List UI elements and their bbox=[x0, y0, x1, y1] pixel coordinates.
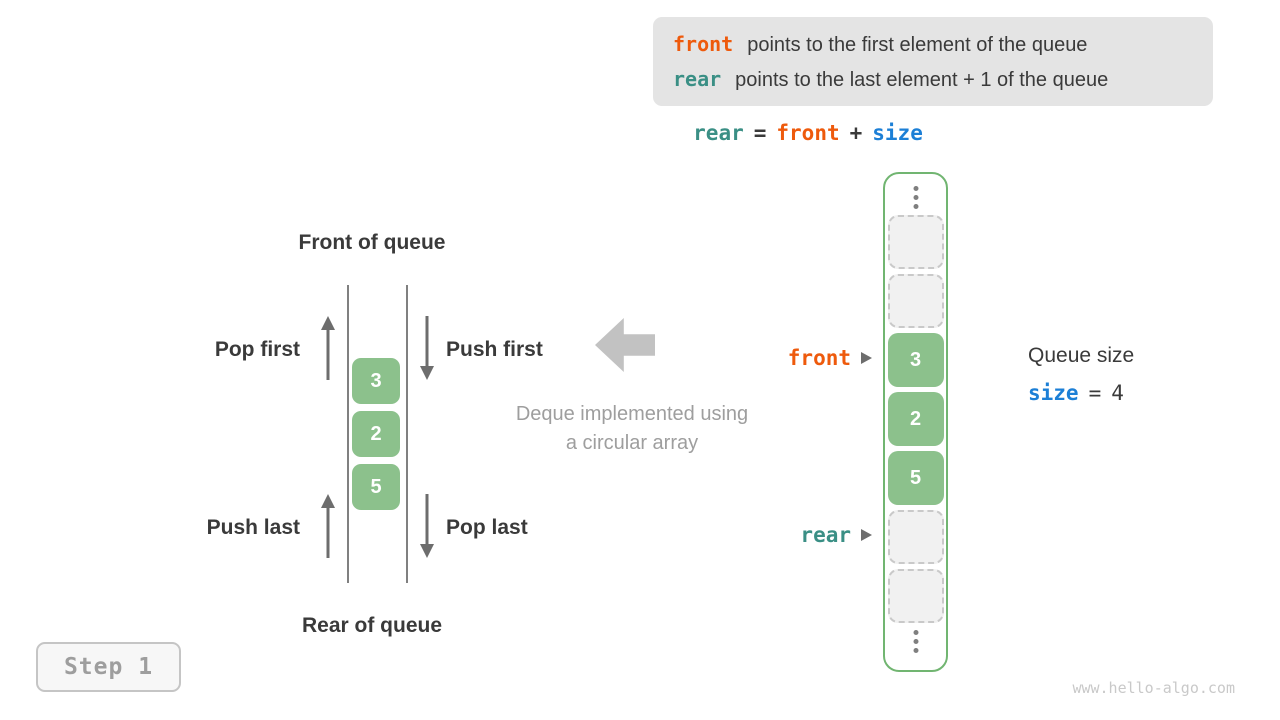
arrow-head bbox=[420, 544, 434, 558]
front-of-queue-title: Front of queue bbox=[298, 231, 446, 254]
array-cell-rear bbox=[887, 510, 944, 564]
array-cell-empty bbox=[887, 215, 944, 269]
formula-rear-token: rear bbox=[693, 121, 744, 145]
arrow-head bbox=[321, 316, 335, 330]
array-cell: 5 bbox=[887, 451, 944, 505]
array-cell-empty bbox=[887, 569, 944, 623]
front-pointer-label: front bbox=[787, 346, 851, 370]
queue-size-value-line: size = 4 bbox=[1028, 381, 1124, 405]
ellipsis-bottom-icon bbox=[913, 630, 918, 653]
pointer-arrow-icon bbox=[861, 529, 872, 541]
deque-element: 5 bbox=[352, 464, 400, 510]
pointer-explanation-box: front points to the first element of the… bbox=[653, 17, 1213, 106]
arrow-shaft bbox=[425, 494, 429, 547]
dot bbox=[913, 195, 918, 200]
arrow-head bbox=[321, 494, 335, 508]
dot bbox=[913, 639, 918, 644]
deque-element: 3 bbox=[352, 358, 400, 404]
ellipsis-top-icon bbox=[913, 186, 918, 209]
arrow-shaft bbox=[326, 505, 330, 558]
front-explanation-line: front points to the first element of the… bbox=[673, 32, 1193, 57]
arrow-shaft bbox=[425, 316, 429, 369]
rear-explanation-text: points to the last element + 1 of the qu… bbox=[735, 68, 1109, 91]
size-code-label: size bbox=[1028, 381, 1079, 405]
arrow-head bbox=[420, 366, 434, 380]
push-first-arrow-icon bbox=[417, 316, 437, 380]
pop-last-arrow-icon bbox=[417, 494, 437, 558]
formula-equals-token: = bbox=[753, 121, 767, 145]
front-pointer: front bbox=[692, 345, 872, 371]
array-cell-empty bbox=[887, 274, 944, 328]
channel-left-line bbox=[347, 285, 349, 583]
deque-element: 2 bbox=[352, 411, 400, 457]
front-explanation-text: points to the first element of the queue bbox=[747, 33, 1088, 56]
rear-pointer: rear bbox=[692, 522, 872, 548]
formula-front-token: front bbox=[776, 121, 840, 145]
size-value: 4 bbox=[1111, 381, 1124, 405]
dot bbox=[913, 648, 918, 653]
formula-plus-token: + bbox=[849, 121, 863, 145]
rear-formula: rear = front + size bbox=[643, 121, 973, 151]
arrow-shaft bbox=[326, 327, 330, 380]
rear-pointer-label: rear bbox=[800, 523, 851, 547]
caption-line-1: Deque implemented using bbox=[515, 403, 749, 425]
rear-explanation-line: rear points to the last element + 1 of t… bbox=[673, 67, 1193, 92]
rear-of-queue-title: Rear of queue bbox=[301, 614, 443, 637]
pop-first-label: Pop first bbox=[214, 338, 300, 361]
front-code-label: front bbox=[673, 31, 734, 56]
step-badge: Step 1 bbox=[36, 642, 181, 692]
queue-size-title: Queue size bbox=[1028, 344, 1135, 367]
circular-array-container: 3 2 5 bbox=[883, 172, 948, 672]
dot bbox=[913, 186, 918, 191]
watermark: www.hello-algo.com bbox=[1072, 679, 1235, 697]
left-block-arrow-icon bbox=[595, 318, 655, 372]
channel-right-line bbox=[406, 285, 408, 583]
pop-last-label: Pop last bbox=[446, 516, 528, 539]
push-last-arrow-icon bbox=[318, 494, 338, 558]
dot bbox=[913, 630, 918, 635]
formula-size-token: size bbox=[872, 121, 923, 145]
size-equals: = bbox=[1088, 381, 1102, 405]
array-cell: 2 bbox=[887, 392, 944, 446]
implementation-caption: Deque implemented using a circular array bbox=[492, 400, 772, 458]
pop-first-arrow-icon bbox=[318, 316, 338, 380]
pointer-arrow-icon bbox=[861, 352, 872, 364]
push-last-label: Push last bbox=[206, 516, 300, 539]
caption-line-2: a circular array bbox=[565, 432, 699, 454]
dot bbox=[913, 204, 918, 209]
rear-code-label: rear bbox=[673, 66, 722, 91]
push-first-label: Push first bbox=[446, 338, 543, 361]
array-cell-front: 3 bbox=[887, 333, 944, 387]
